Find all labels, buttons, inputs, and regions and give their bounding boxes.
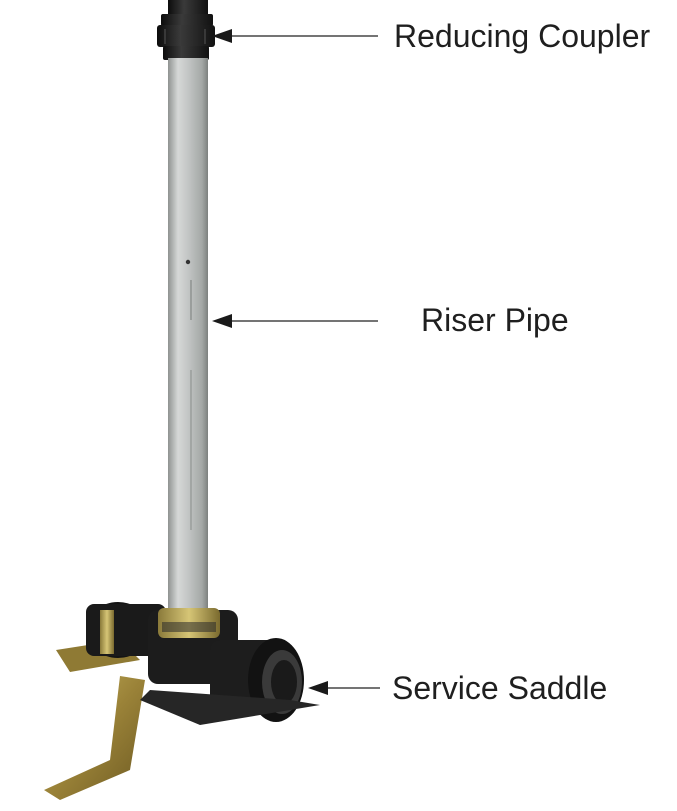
- riser-pipe-part: [168, 58, 208, 618]
- riser-pipe-label: Riser Pipe: [421, 302, 569, 338]
- service-saddle-label: Service Saddle: [392, 670, 608, 706]
- leader-reducing-coupler: [212, 29, 378, 43]
- reducing-coupler-label: Reducing Coupler: [394, 18, 651, 54]
- leader-riser-pipe: [212, 314, 378, 328]
- service-saddle-part: [86, 602, 320, 725]
- leader-service-saddle: [308, 681, 380, 695]
- reducing-coupler-part: [157, 0, 215, 60]
